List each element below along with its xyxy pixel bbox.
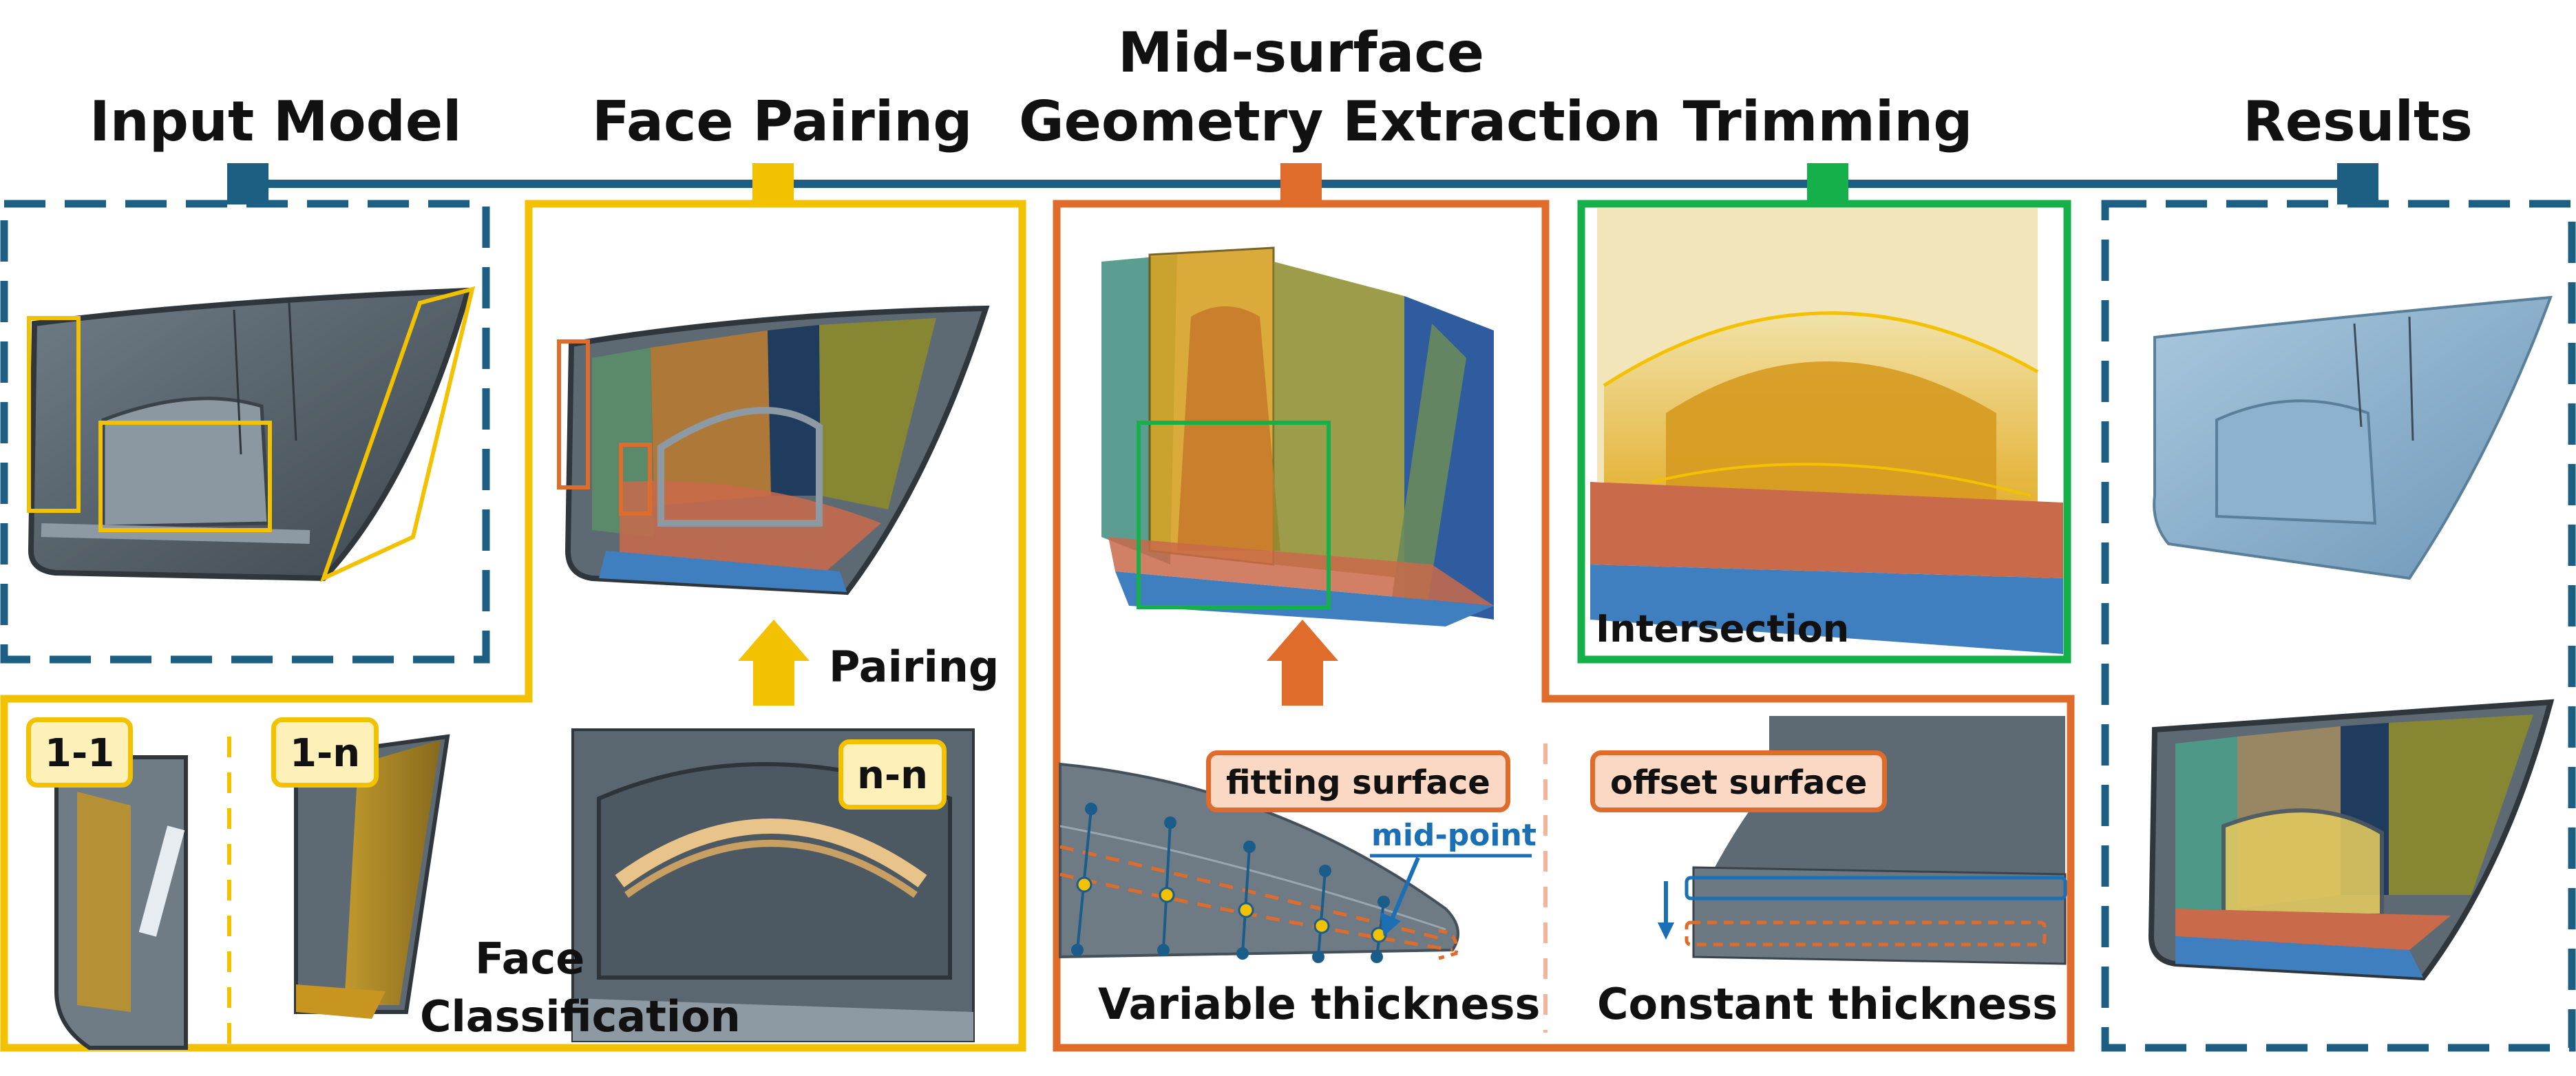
result-mid-surface [2153, 295, 2553, 580]
title-face-pairing: Face Pairing [592, 89, 973, 154]
label-pairing: Pairing [829, 642, 1000, 692]
pipeline-timeline [227, 163, 2378, 204]
pairing-arrow [738, 620, 810, 706]
input-model-panel [0, 200, 490, 664]
label-constant-thickness: Constant thickness [1597, 979, 2058, 1029]
timeline-marker-pairing [752, 163, 794, 204]
timeline-marker-extraction [1280, 163, 1322, 204]
sample-n-n [571, 728, 975, 1042]
face-pairing-panel [0, 200, 1026, 1052]
input-model-render [27, 286, 476, 582]
extraction-render [1101, 246, 1494, 626]
sample-1-n [294, 734, 450, 1019]
tag-1-1: 1-1 [26, 717, 134, 788]
title-results: Results [2243, 89, 2473, 154]
label-intersection: Intersection [1596, 607, 1850, 651]
label-face-classification-line2: Classification [420, 991, 741, 1042]
label-face-classification-line1: Face [475, 933, 585, 984]
face-pairing-render [557, 305, 990, 595]
title-input-model: Input Model [89, 89, 462, 154]
title-trimming: Trimming [1682, 89, 1973, 154]
extraction-panel [1053, 200, 2075, 1052]
label-mid-point: mid-point [1371, 818, 1537, 853]
tag-fitting-surface: fitting surface [1206, 750, 1510, 812]
timeline-marker-results [2337, 163, 2378, 204]
tag-offset-surface: offset surface [1590, 750, 1888, 812]
timeline-marker-trimming [1807, 163, 1848, 204]
timeline-marker-input [227, 163, 268, 204]
tag-1-n: 1-n [271, 717, 379, 788]
variable-thickness-render [1059, 762, 1532, 963]
title-midsurface-line1: Mid-surface [1118, 21, 1484, 85]
extraction-arrow [1267, 620, 1338, 706]
tag-n-n: n-n [838, 739, 947, 810]
sample-1-1 [54, 755, 188, 1050]
label-variable-thickness: Variable thickness [1098, 979, 1541, 1029]
title-midsurface-line2: Geometry Extraction [1019, 89, 1662, 154]
results-panel [2101, 200, 2576, 1052]
trimming-render [1585, 208, 2063, 655]
trimming-panel [1577, 200, 2071, 664]
result-colored-surface [2148, 699, 2555, 981]
